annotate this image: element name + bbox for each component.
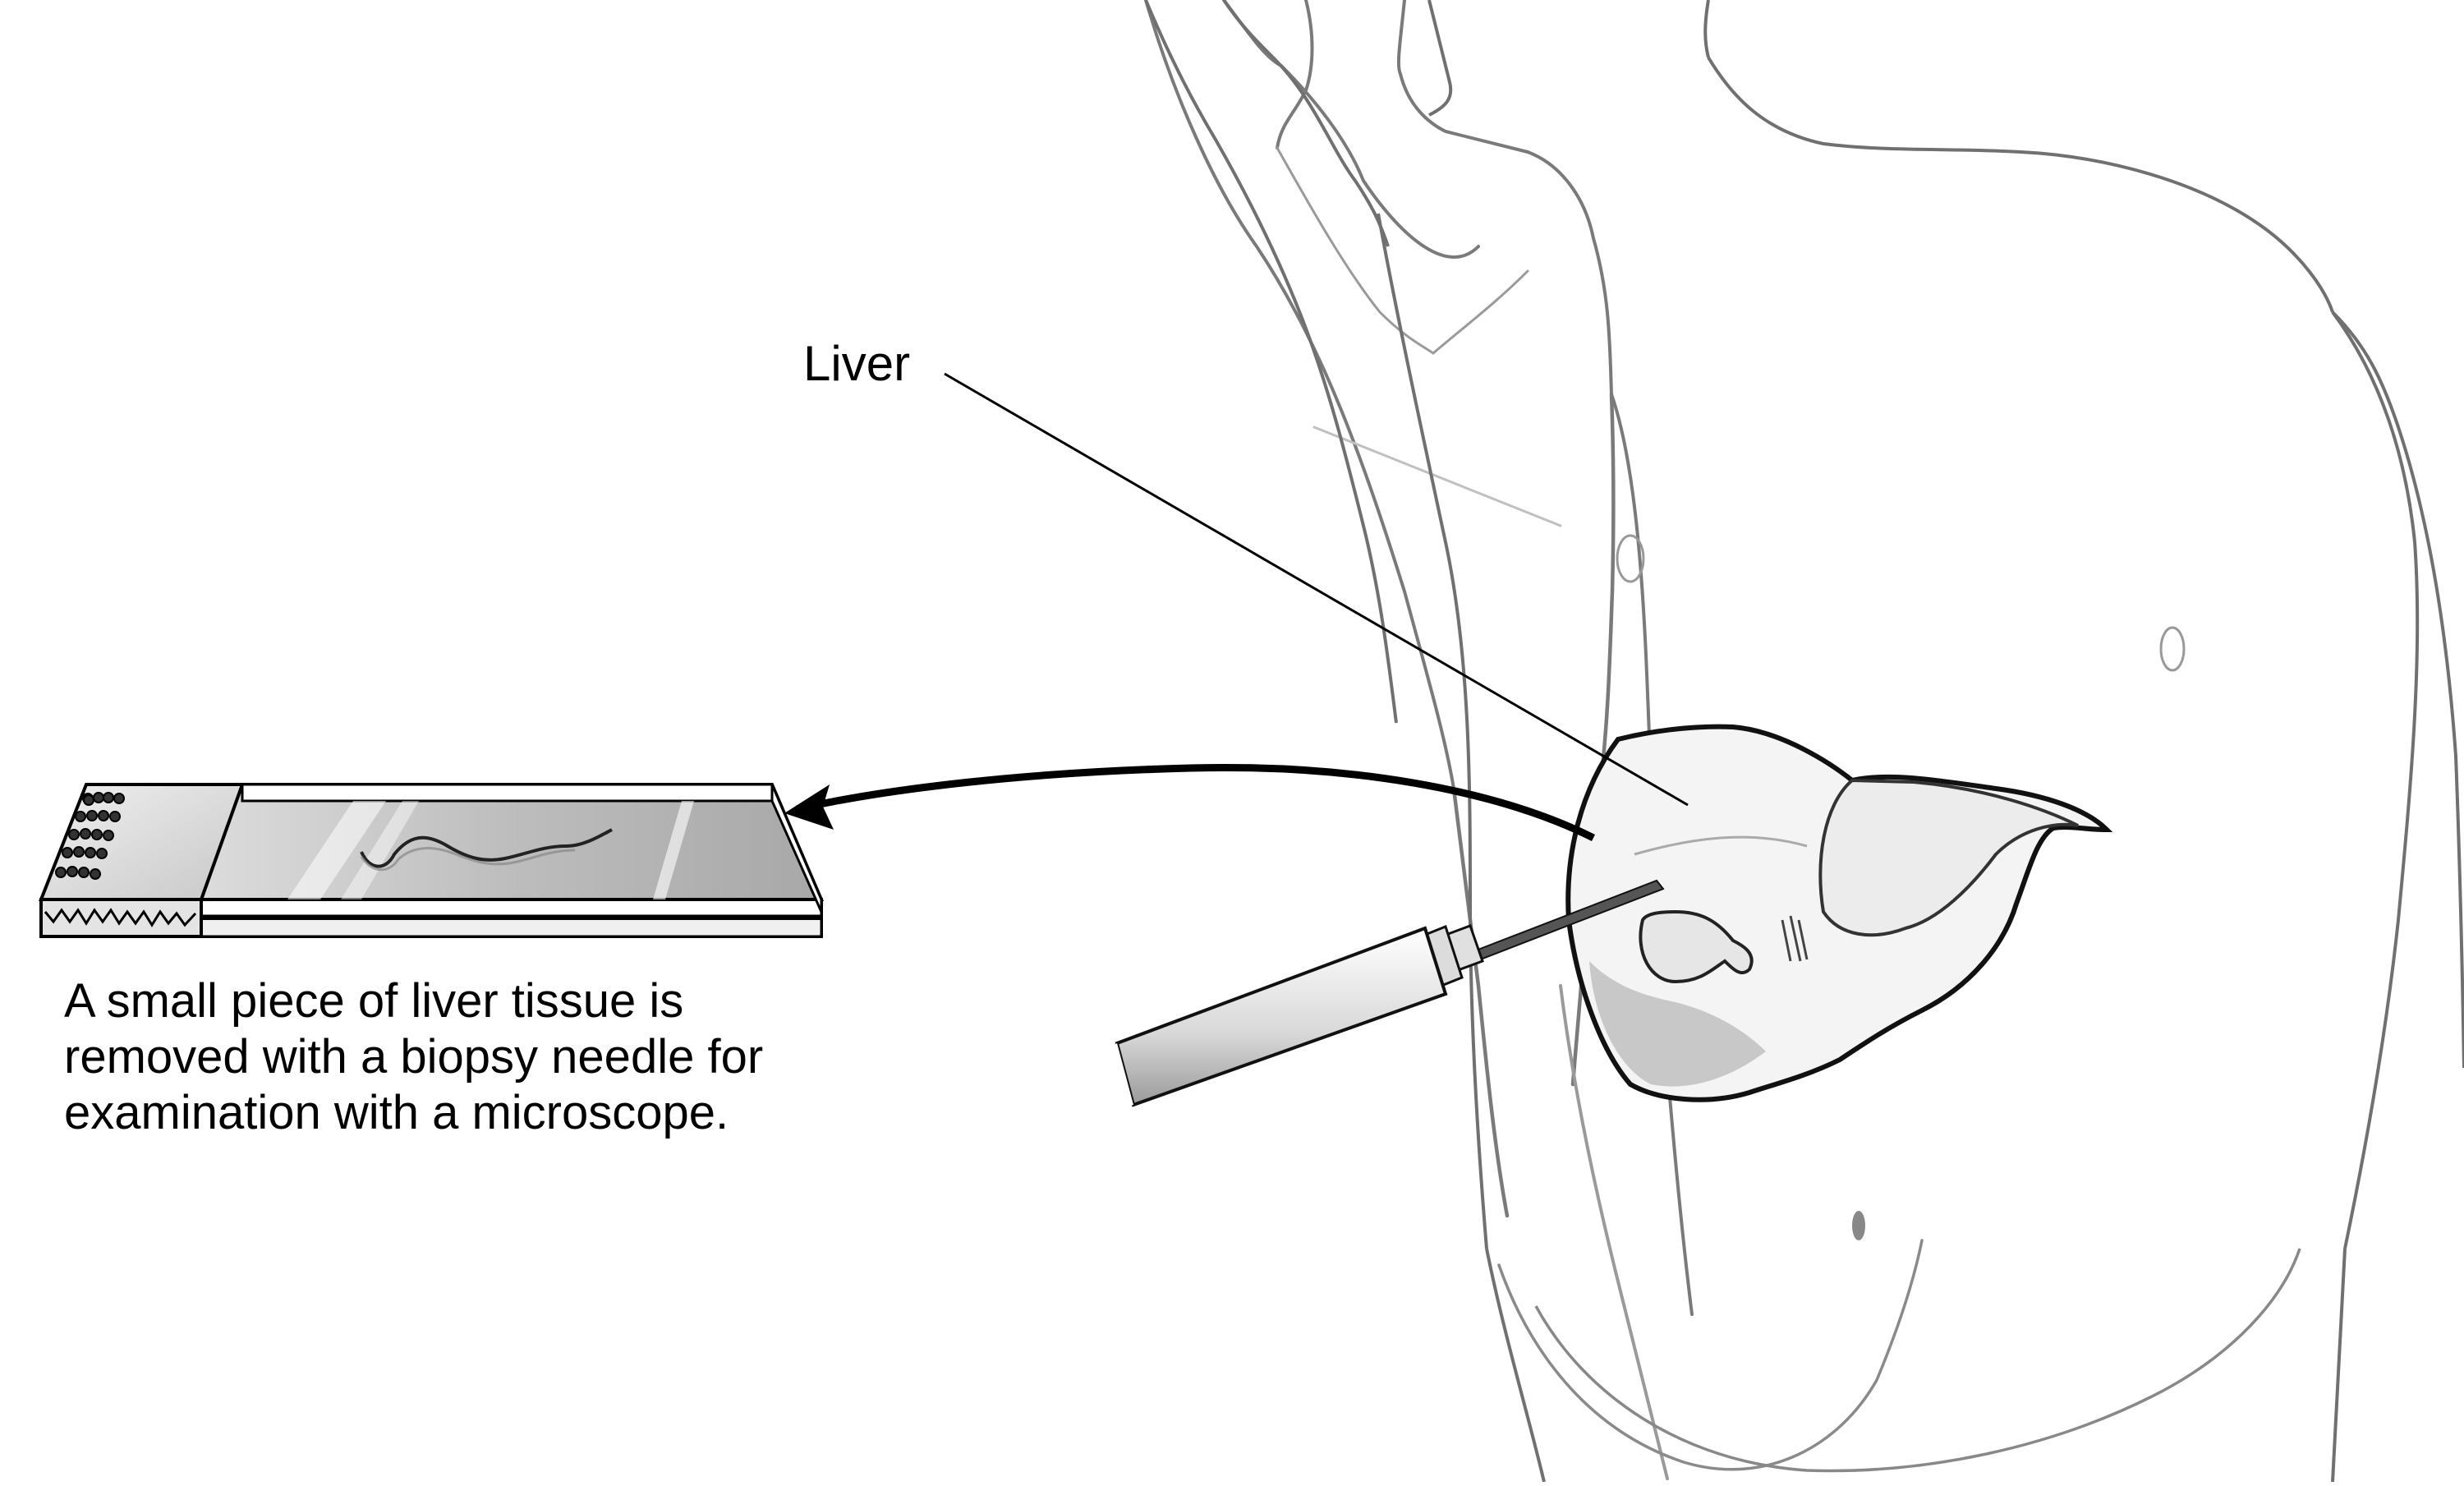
liver-pointer-line bbox=[944, 372, 1689, 807]
caption: A small piece of liver tissue is removed… bbox=[64, 973, 885, 1141]
caption-line: examination with a microscope. bbox=[64, 1086, 729, 1139]
torso-outline bbox=[1144, 0, 2464, 1483]
slide-label-dots bbox=[55, 792, 125, 880]
caption-line: removed with a biopsy needle for bbox=[64, 1030, 764, 1083]
frosted-edge-zigzag bbox=[44, 908, 197, 927]
tissue-sample bbox=[360, 828, 613, 868]
caption-line: A small piece of liver tissue is bbox=[64, 974, 684, 1028]
arrow bbox=[784, 763, 1596, 842]
torso-drawing bbox=[1144, 0, 1924, 1480]
liver-label: Liver bbox=[803, 336, 911, 391]
biopsy-needle bbox=[1101, 879, 1665, 1109]
liver-cutaway bbox=[1565, 724, 2113, 1102]
microscope-slide bbox=[39, 783, 825, 938]
anatomical-marks bbox=[1616, 534, 2186, 1240]
arrowhead-icon bbox=[784, 784, 834, 830]
